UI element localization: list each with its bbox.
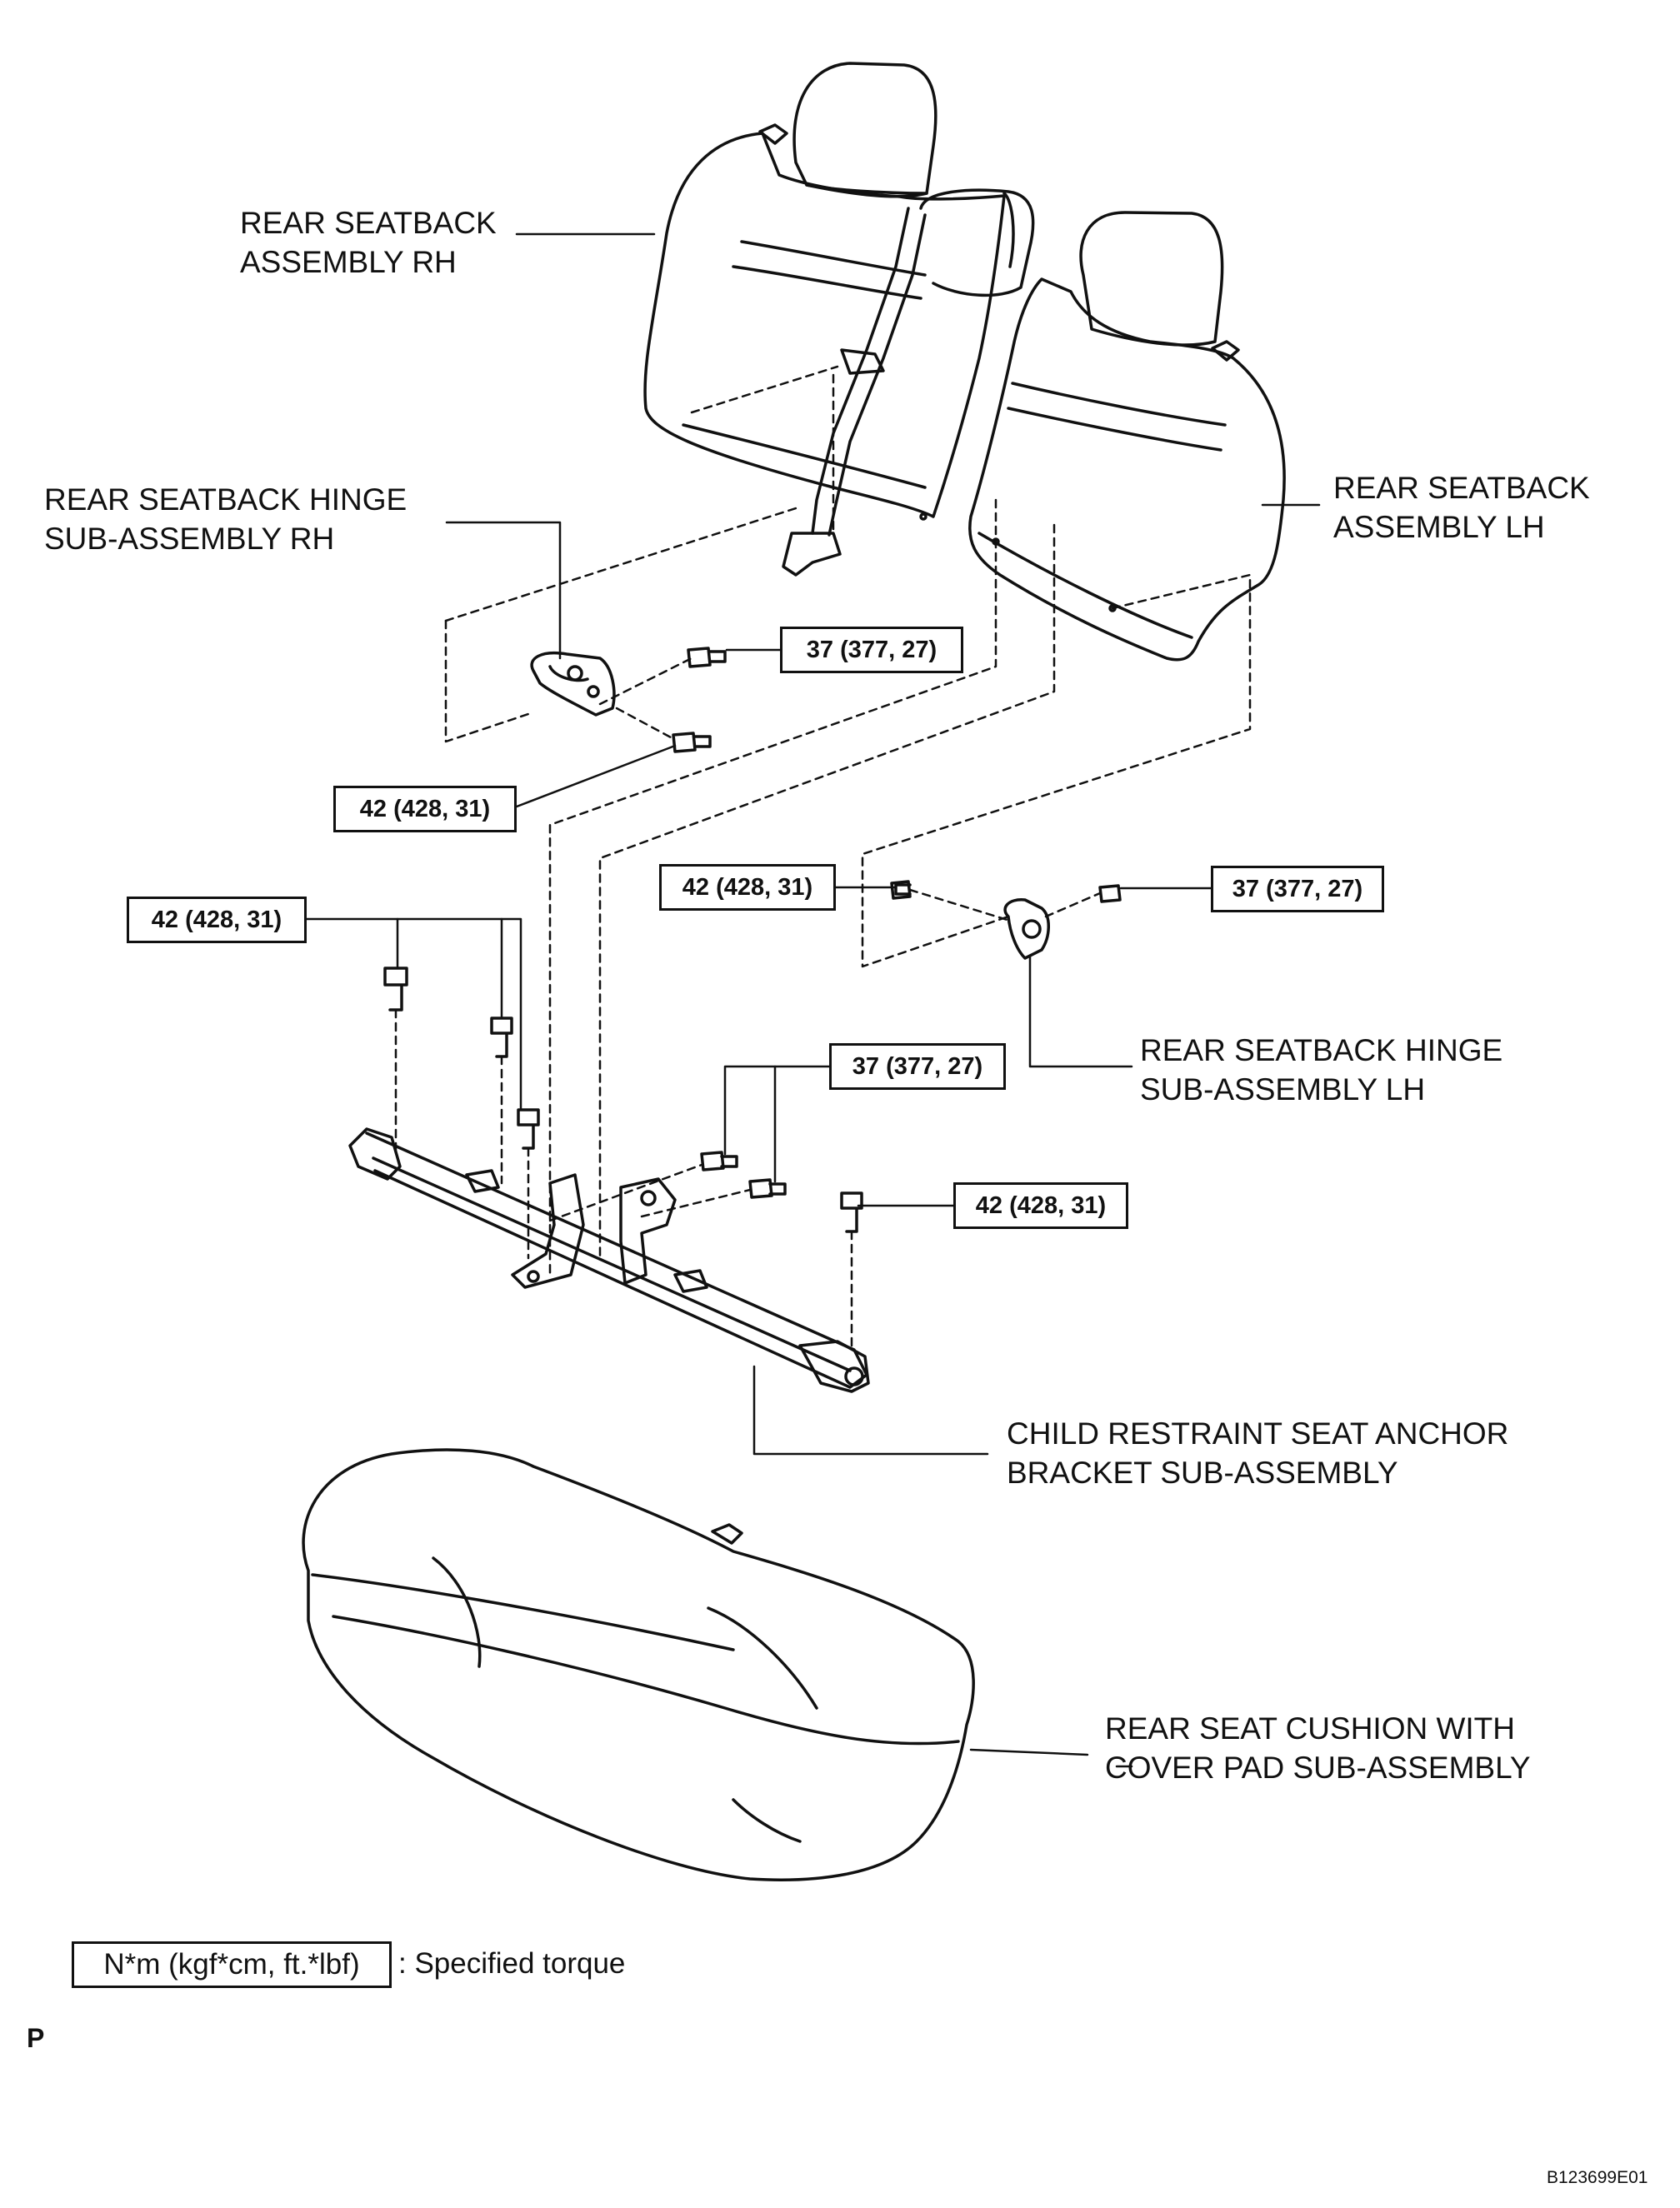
torque-box-hinge-rh-upper: 37 (377, 27) [780, 627, 963, 673]
label-hinge-lh-line1: REAR SEATBACK HINGE [1140, 1033, 1503, 1067]
torque-box-hinge-lh-right: 37 (377, 27) [1211, 866, 1384, 912]
anchor-bracket-drawing [348, 1127, 870, 1393]
label-hinge-rh: REAR SEATBACK HINGE SUB-ASSEMBLY RH [44, 480, 407, 558]
label-seatback-lh-line1: REAR SEATBACK [1333, 471, 1590, 505]
torque-box-hinge-rh-lower: 42 (428, 31) [333, 786, 517, 832]
label-hinge-rh-line1: REAR SEATBACK HINGE [44, 482, 408, 517]
torque-box-bracket-left: 42 (428, 31) [127, 897, 307, 943]
corner-mark: P [27, 2023, 45, 2053]
torque-box-bracket-center: 37 (377, 27) [829, 1043, 1006, 1090]
leader-lines [305, 232, 1321, 1768]
label-hinge-lh-line2: SUB-ASSEMBLY LH [1140, 1072, 1426, 1106]
torque-box-bracket-right: 42 (428, 31) [953, 1182, 1128, 1229]
legend-unit-box: N*m (kgf*cm, ft.*lbf) [72, 1941, 392, 1988]
label-seatback-rh-line1: REAR SEATBACK [240, 206, 497, 240]
label-anchor-bracket-line2: BRACKET SUB-ASSEMBLY [1007, 1456, 1398, 1490]
bolts [383, 647, 1122, 1233]
legend-description: : Specified torque [398, 1947, 626, 1980]
label-seatback-lh-line2: ASSEMBLY LH [1333, 510, 1545, 544]
label-seatback-rh: REAR SEATBACK ASSEMBLY RH [240, 203, 497, 282]
seatback-lh-drawing [919, 211, 1286, 662]
seatback-rh-drawing [643, 62, 1035, 577]
label-seatback-rh-line2: ASSEMBLY RH [240, 245, 457, 279]
hinge-rh-drawing [530, 652, 616, 717]
phantom-lines [394, 365, 1252, 1351]
label-seat-cushion: REAR SEAT CUSHION WITH COVER PAD SUB-ASS… [1105, 1709, 1531, 1787]
label-hinge-lh: REAR SEATBACK HINGE SUB-ASSEMBLY LH [1140, 1031, 1502, 1109]
label-seatback-lh: REAR SEATBACK ASSEMBLY LH [1333, 468, 1590, 547]
label-hinge-rh-line2: SUB-ASSEMBLY RH [44, 522, 335, 556]
label-seat-cushion-line1: REAR SEAT CUSHION WITH [1105, 1711, 1516, 1746]
label-seat-cushion-line2: COVER PAD SUB-ASSEMBLY [1105, 1751, 1531, 1785]
figure-id: B123699E01 [1547, 2168, 1648, 2187]
torque-box-hinge-lh-left: 42 (428, 31) [659, 864, 836, 911]
label-anchor-bracket-line1: CHILD RESTRAINT SEAT ANCHOR [1007, 1416, 1509, 1451]
label-anchor-bracket: CHILD RESTRAINT SEAT ANCHOR BRACKET SUB-… [1007, 1414, 1508, 1492]
hinge-lh-drawing [1003, 898, 1050, 960]
seat-cushion-drawing [302, 1448, 975, 1881]
